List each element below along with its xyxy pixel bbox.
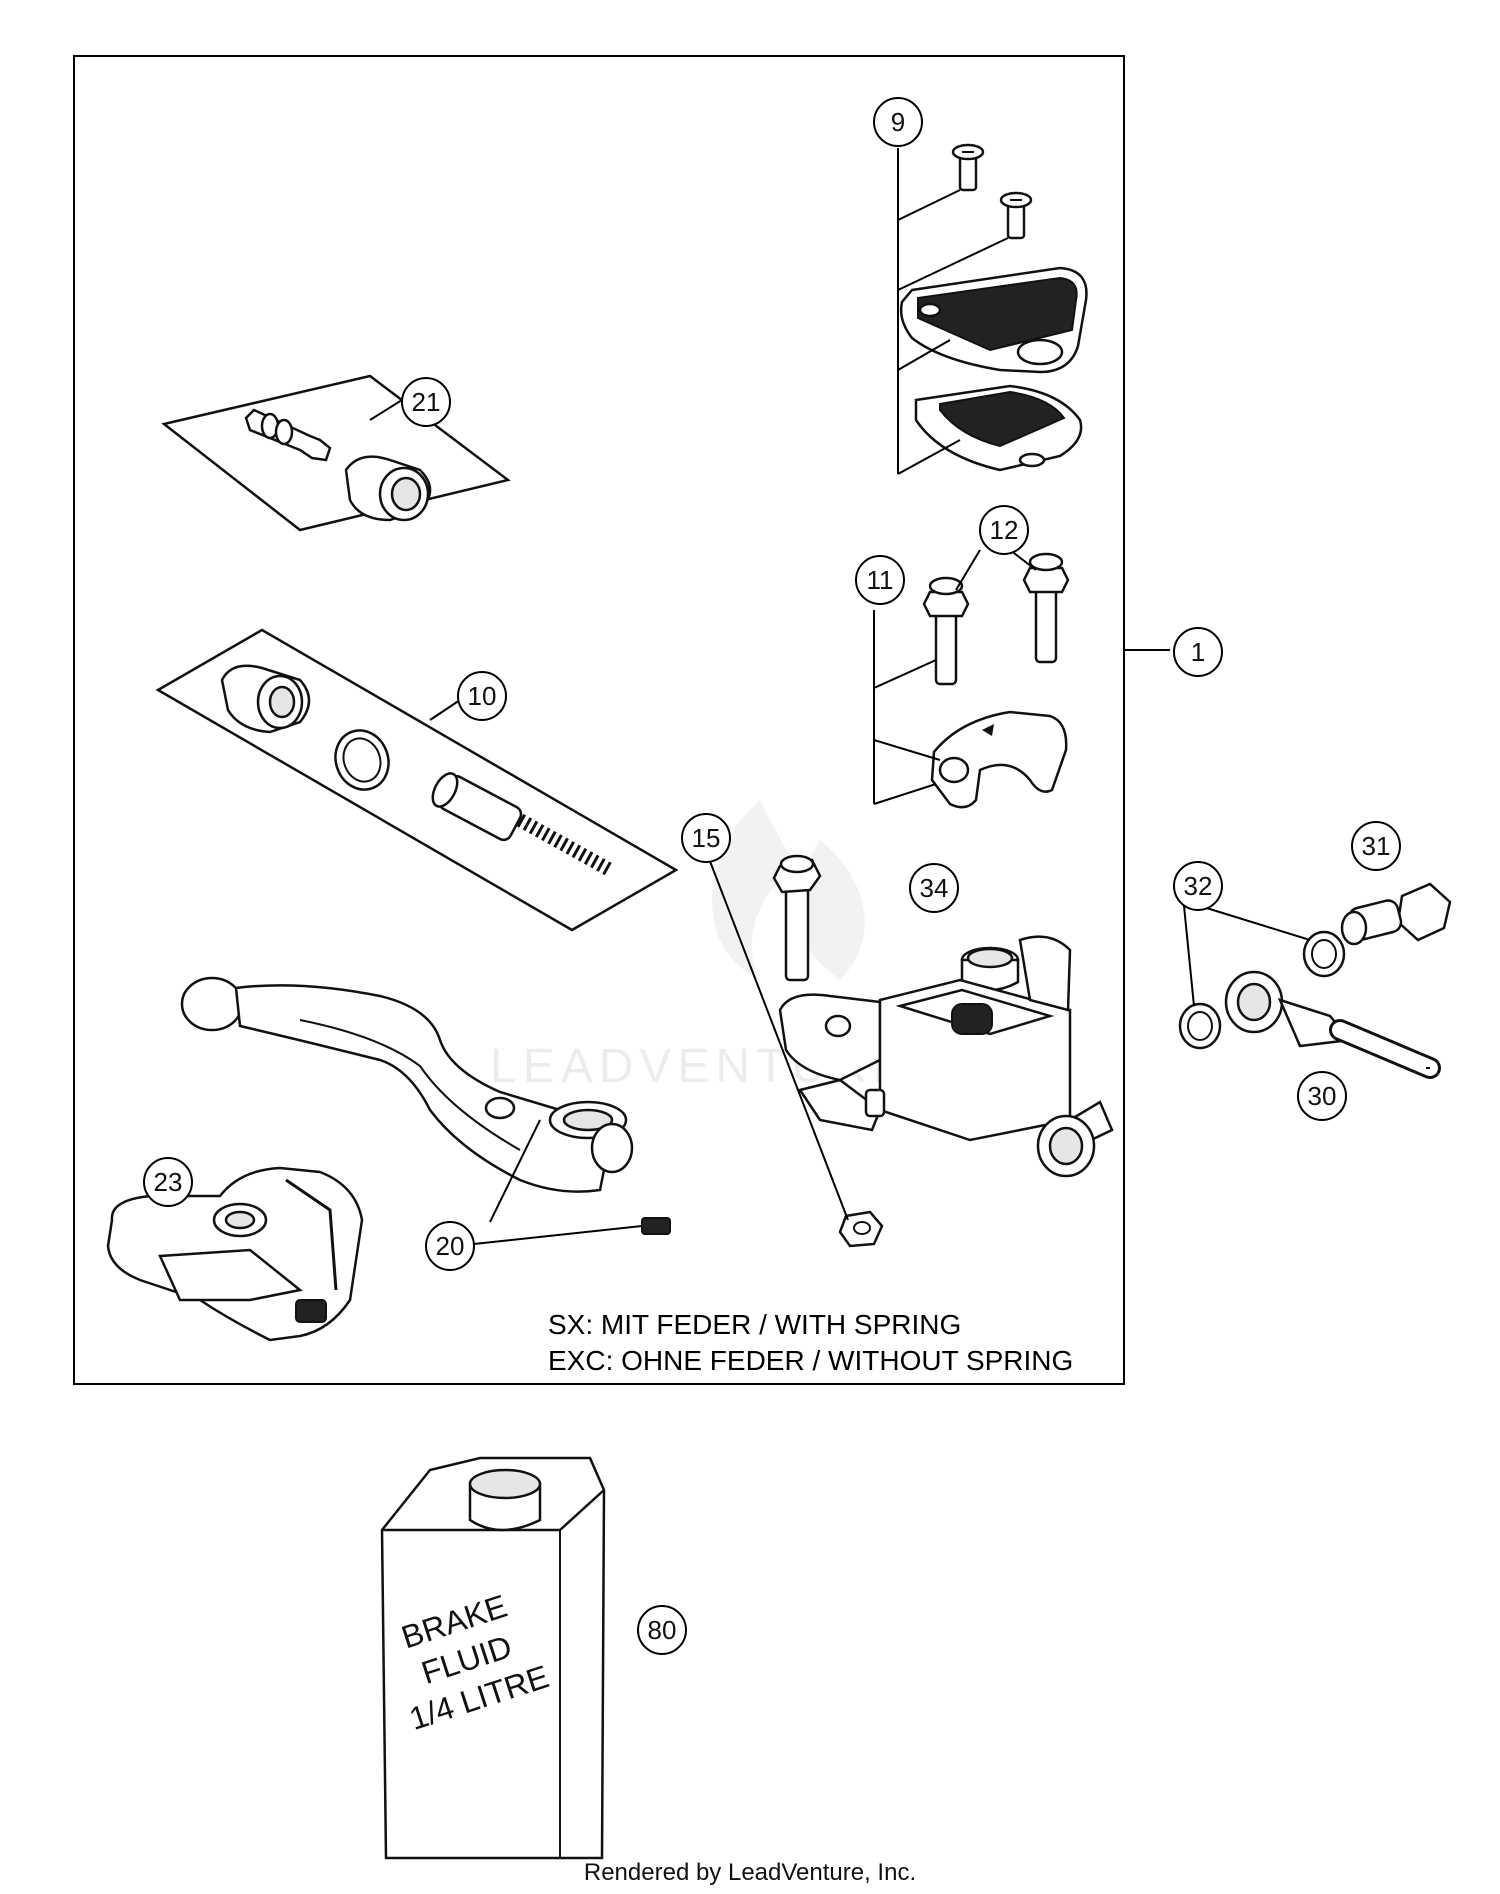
reservoir-diaphragm <box>914 384 1083 472</box>
callout-15[interactable]: 15 <box>681 813 731 863</box>
callout-21-label: 21 <box>412 387 441 417</box>
callout-20-label: 20 <box>436 1231 465 1261</box>
callout-9-label: 9 <box>891 107 905 137</box>
callout-11-label: 11 <box>867 565 894 595</box>
part-31-banjo-bolt <box>1340 882 1452 946</box>
part-15-nut <box>838 1210 884 1248</box>
master-cylinder-body <box>778 935 1114 1178</box>
screw-9b <box>999 191 1033 240</box>
part-30-brake-line <box>1224 970 1441 1079</box>
callout-1[interactable]: 1 <box>1173 627 1223 677</box>
part-9-reservoir-cover <box>897 143 1088 475</box>
callout-10-label: 10 <box>468 681 497 711</box>
part-11-clamp <box>873 549 1070 809</box>
screw-9a <box>951 143 985 192</box>
callout-15-label: 15 <box>692 823 721 853</box>
callout-30[interactable]: 30 <box>1297 1071 1347 1121</box>
callout-9[interactable]: 9 <box>873 97 923 147</box>
circlip <box>334 729 390 791</box>
part-10-piston-kit <box>155 628 679 932</box>
callout-10[interactable]: 10 <box>457 671 507 721</box>
note-line-2: EXC: OHNE FEDER / WITHOUT SPRING <box>548 1345 1073 1376</box>
part-20-spring <box>641 1217 671 1235</box>
piston-spring <box>431 772 614 877</box>
part-80-brake-fluid-bottle: BRAKE FLUID 1/4 LITRE <box>380 1456 606 1860</box>
part-15-pivot-bolt <box>772 854 822 982</box>
callout-11[interactable]: 11 <box>855 555 905 605</box>
part-21-kit <box>161 374 511 532</box>
callout-23[interactable]: 23 <box>143 1157 193 1207</box>
callout-34-label: 34 <box>920 873 949 903</box>
boot-10 <box>220 664 311 734</box>
callout-20[interactable]: 20 <box>425 1221 475 1271</box>
part-32-washer-b <box>1178 1002 1222 1050</box>
note-line-1: SX: MIT FEDER / WITH SPRING <box>548 1309 961 1340</box>
part-32-washer-a <box>1302 930 1346 978</box>
callout-32[interactable]: 32 <box>1173 861 1223 911</box>
callout-21[interactable]: 21 <box>401 377 451 427</box>
callout-34[interactable]: 34 <box>909 863 959 913</box>
pushrod <box>244 408 332 462</box>
callout-23-label: 23 <box>154 1167 183 1197</box>
callout-12-label: 12 <box>990 515 1019 545</box>
callout-80-label: 80 <box>648 1615 677 1645</box>
callout-32-label: 32 <box>1184 871 1213 901</box>
part-23-lever-guard <box>106 1166 364 1342</box>
callout-31-label: 31 <box>1362 831 1391 861</box>
brake-lever <box>180 976 634 1193</box>
reservoir-cap <box>899 266 1088 374</box>
handlebar-clamp <box>930 710 1068 809</box>
callout-12[interactable]: 12 <box>979 505 1029 555</box>
callout-80[interactable]: 80 <box>637 1605 687 1655</box>
footer-credit: Rendered by LeadVenture, Inc. <box>584 1859 916 1886</box>
callout-1-label: 1 <box>1191 637 1205 667</box>
dust-boot <box>344 455 432 522</box>
callout-31[interactable]: 31 <box>1351 821 1401 871</box>
clamp-bolt-a <box>922 576 970 686</box>
callout-30-label: 30 <box>1308 1081 1337 1111</box>
clamp-bolt-b <box>1022 552 1070 664</box>
assembly-frame <box>73 55 1125 1385</box>
